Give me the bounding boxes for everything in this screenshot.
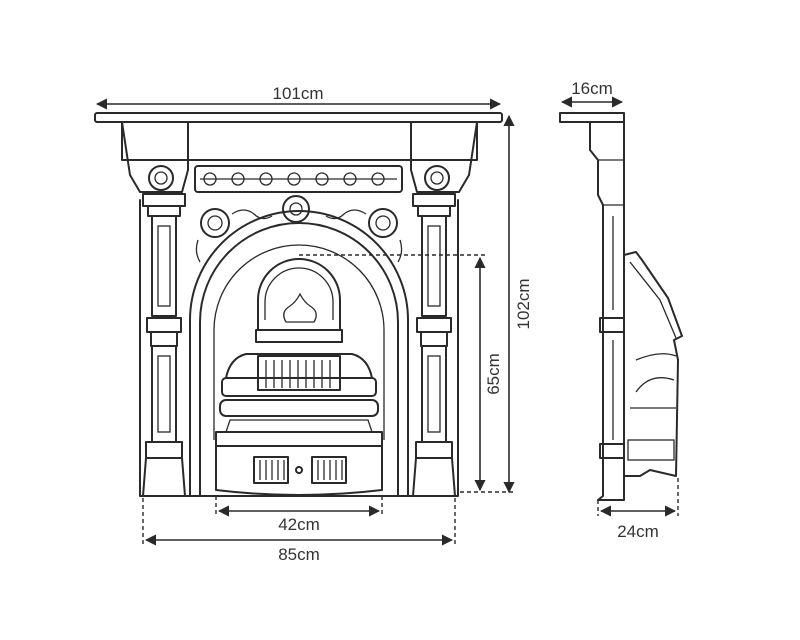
dimension-base-width: 85cm — [142, 498, 456, 564]
canopy — [257, 258, 341, 331]
right-pillar — [412, 193, 456, 497]
left-corbel — [121, 121, 189, 193]
left-pillar — [142, 193, 186, 497]
front-view — [94, 112, 503, 497]
left-spandrel-ornament — [195, 208, 273, 263]
side-view — [559, 112, 683, 501]
dimension-side-shelf-depth: 16cm — [560, 79, 624, 108]
side-mantel-shelf — [559, 112, 625, 123]
outer-arch — [189, 210, 409, 497]
ashpan-knob — [295, 466, 303, 474]
dimension-label-side-shelf-depth: 16cm — [571, 79, 613, 98]
ashpan-vents-left — [253, 456, 289, 484]
dimension-label-insert-width: 42cm — [278, 515, 320, 534]
dimension-label-opening-height: 65cm — [484, 353, 503, 395]
dimension-overall-height: 102cm — [460, 114, 533, 494]
frieze — [121, 121, 478, 161]
dimension-label-base-width: 85cm — [278, 545, 320, 564]
dimension-label-overall-width: 101cm — [272, 84, 323, 103]
decorative-band — [194, 165, 403, 193]
canopy-crest — [283, 292, 317, 323]
inner-arch — [199, 222, 399, 497]
right-spandrel-ornament — [325, 208, 403, 263]
mantel-shelf — [94, 112, 503, 123]
dimension-overall-width: 101cm — [95, 84, 502, 110]
side-insert-profile — [623, 251, 683, 477]
dimension-opening-height: 65cm — [299, 254, 503, 492]
dimension-label-overall-height: 102cm — [514, 278, 533, 329]
right-corbel — [410, 121, 478, 193]
band-rosettes — [203, 172, 385, 186]
dimension-label-side-depth: 24cm — [617, 522, 659, 541]
dimension-side-depth: 24cm — [597, 478, 679, 541]
ashpan-front — [215, 445, 383, 496]
fire-grate — [215, 353, 383, 447]
keystone-rosette — [282, 195, 310, 223]
dimension-insert-width: 42cm — [215, 496, 383, 534]
ashpan-vents-right — [311, 456, 347, 484]
